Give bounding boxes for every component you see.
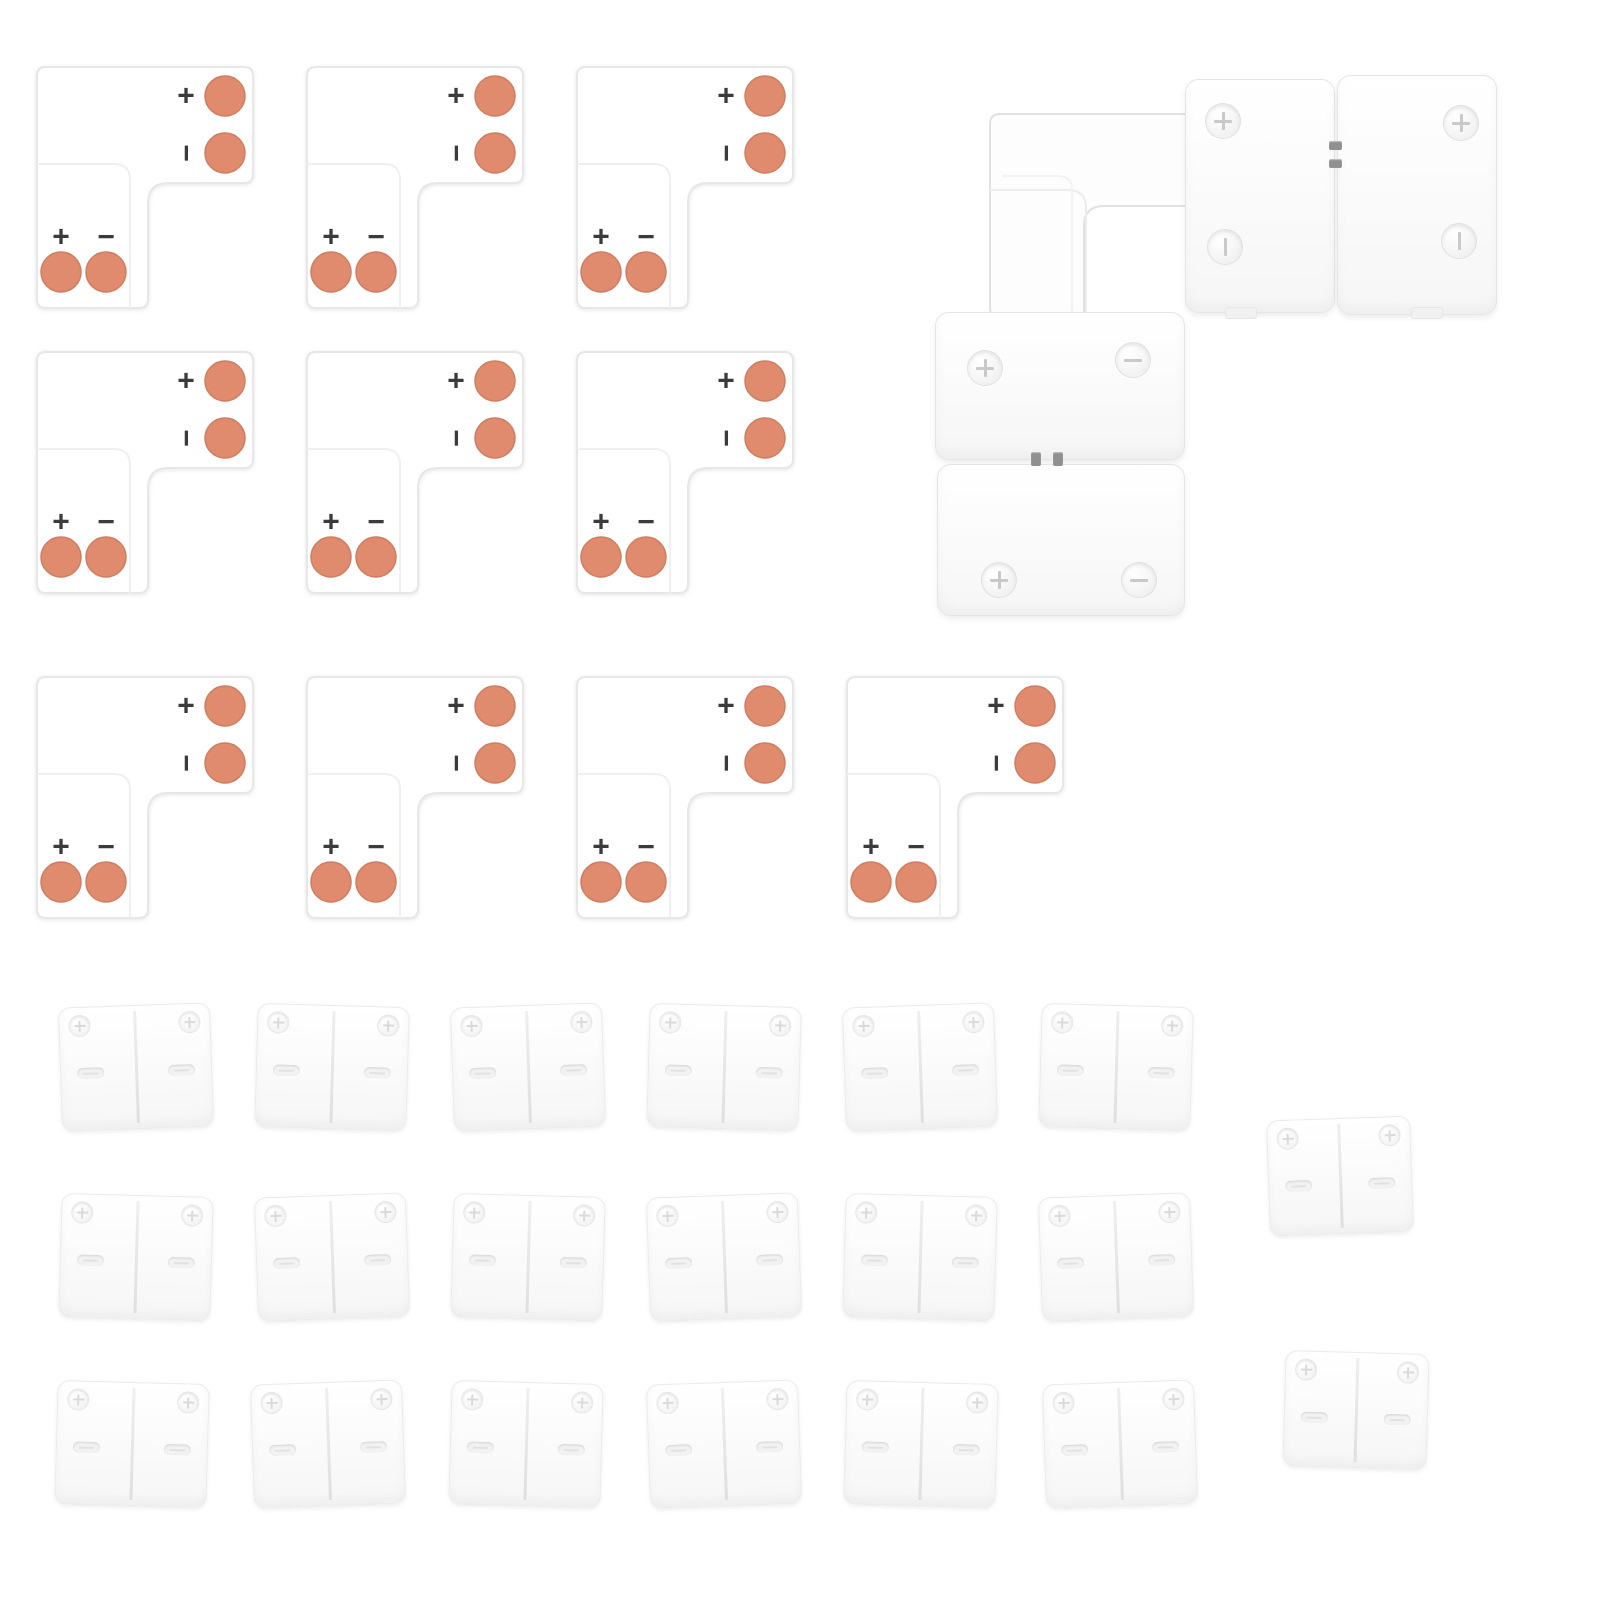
strip-clip-connector <box>449 1002 607 1132</box>
clip-left-half <box>843 1194 921 1318</box>
connector-pin-icon <box>1053 452 1063 466</box>
strip-clip-connector <box>1041 1379 1199 1509</box>
clip-right-half <box>1118 1380 1197 1505</box>
plus-screw-icon <box>968 351 1002 385</box>
plus-screw-icon <box>1444 106 1478 140</box>
strip-clip-connector <box>249 1379 407 1509</box>
strip-clip-connector <box>645 1192 803 1322</box>
photo-clip-pair-vertical <box>935 312 1185 616</box>
plus-screw-icon <box>982 563 1016 597</box>
minus-screw-icon <box>1122 563 1156 597</box>
clip-left-half <box>255 1004 333 1128</box>
minus-screw-icon <box>1208 230 1242 264</box>
strip-clip-connector <box>254 1002 410 1132</box>
strip-clip-connector <box>58 1192 214 1322</box>
clip-left-half <box>844 1381 922 1505</box>
l-shape-pcb-connector <box>35 350 255 595</box>
clip-right-half <box>918 1003 997 1128</box>
l-shape-pcb-connector <box>575 65 795 310</box>
strip-clip-connector <box>842 1192 998 1322</box>
connector-pin-icon <box>1329 159 1342 168</box>
clip-right-half <box>526 1003 605 1128</box>
clear-l-corner-piece <box>989 113 1192 319</box>
clip-right-half <box>326 1380 405 1505</box>
l-shape-pcb-connector <box>35 675 255 920</box>
clip-left-half <box>1267 1119 1342 1235</box>
clip-left-half <box>451 1194 529 1318</box>
clip-left-half <box>647 1004 725 1128</box>
clip-right-half <box>134 1003 213 1128</box>
strip-clip-connector <box>1037 1192 1195 1322</box>
clip-right-half <box>130 1383 208 1507</box>
l-shape-pcb-connector <box>305 350 525 595</box>
clip-right-half <box>1354 1353 1428 1469</box>
clip-box <box>1337 75 1497 315</box>
clip-left-half <box>59 1194 137 1318</box>
clip-left-half <box>1043 1383 1122 1508</box>
clip-right-half <box>1114 1193 1193 1318</box>
clip-left-half <box>1039 1004 1117 1128</box>
photo-clip-pair-horizontal <box>1185 75 1497 319</box>
l-shape-pcb-connector <box>845 675 1065 920</box>
clip-box <box>935 312 1185 460</box>
plus-screw-icon <box>1206 104 1240 138</box>
clip-left-half <box>451 1006 530 1131</box>
clip-right-half <box>1114 1006 1192 1130</box>
clip-left-half <box>449 1381 527 1505</box>
clip-left-half <box>255 1196 334 1321</box>
l-shape-pcb-connector <box>575 675 795 920</box>
l-shape-pcb-connector <box>35 65 255 310</box>
clip-box <box>937 464 1185 616</box>
clip-right-half <box>919 1383 997 1507</box>
clip-right-half <box>1338 1117 1413 1233</box>
connector-pin-icon <box>1329 141 1342 150</box>
strip-clip-connector <box>54 1379 210 1509</box>
strip-clip-connector <box>645 1379 803 1509</box>
clip-left-half <box>647 1196 726 1321</box>
strip-clip-connector <box>448 1379 604 1509</box>
clip-left-half <box>251 1383 330 1508</box>
clip-right-half <box>722 1380 801 1505</box>
clip-left-half <box>59 1006 138 1131</box>
minus-screw-icon <box>1116 343 1150 377</box>
clip-right-half <box>526 1196 604 1320</box>
strip-clip-connector <box>253 1192 411 1322</box>
strip-clip-connector <box>450 1192 606 1322</box>
strip-clip-connector <box>1038 1002 1194 1132</box>
connector-pin-icon <box>1031 452 1041 466</box>
clip-right-half <box>722 1193 801 1318</box>
clip-foot <box>1225 307 1257 319</box>
clip-right-half <box>330 1193 409 1318</box>
minus-screw-icon <box>1442 224 1476 258</box>
l-shape-pcb-connector <box>575 350 795 595</box>
clip-right-half <box>524 1383 602 1507</box>
strip-clip-connector <box>841 1002 999 1132</box>
clip-right-half <box>722 1006 800 1130</box>
clip-right-half <box>918 1196 996 1320</box>
clip-right-half <box>134 1196 212 1320</box>
strip-clip-connector <box>843 1379 999 1509</box>
clip-left-half <box>1283 1351 1357 1467</box>
clip-foot <box>1411 307 1443 319</box>
strip-clip-connector <box>1282 1350 1430 1470</box>
clip-left-half <box>843 1006 922 1131</box>
clip-box <box>1185 79 1335 313</box>
strip-clip-connector <box>1266 1115 1414 1237</box>
clip-left-half <box>55 1381 133 1505</box>
clip-left-half <box>647 1383 726 1508</box>
clip-left-half <box>1039 1196 1118 1321</box>
l-shape-pcb-connector <box>305 65 525 310</box>
clip-right-half <box>330 1006 408 1130</box>
l-shape-pcb-connector <box>305 675 525 920</box>
strip-clip-connector <box>57 1002 215 1132</box>
strip-clip-connector <box>646 1002 802 1132</box>
